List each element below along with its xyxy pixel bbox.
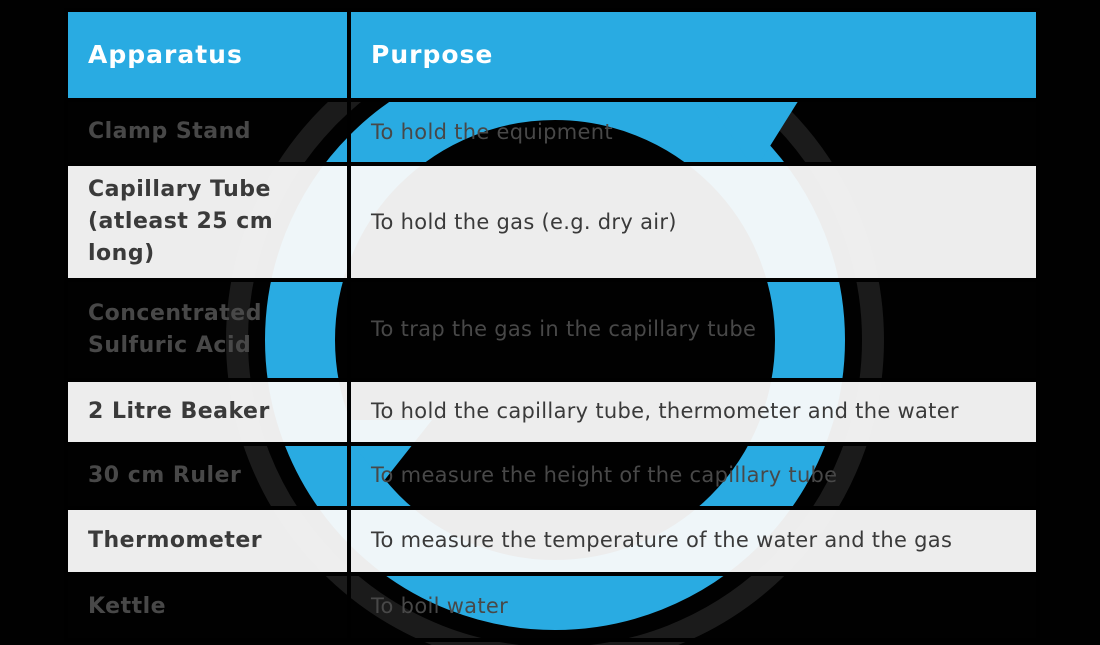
purpose-cell: To measure the temperature of the water … [371,528,953,553]
apparatus-cell: Capillary Tube (atleast 25 cm long) [68,166,351,278]
purpose-cell: To measure the height of the capillary t… [371,463,838,488]
purpose-cell: To hold the gas (e.g. dry air) [371,209,677,234]
apparatus-cell: 30 cm Ruler [68,445,351,506]
apparatus-cell: Clamp Stand [68,102,351,162]
purpose-cell: To hold the capillary tube, thermometer … [371,399,959,424]
header-apparatus: Apparatus [68,12,351,98]
purpose-cell: To trap the gas in the capillary tube [371,317,757,342]
header-purpose: Purpose [351,12,1036,98]
watermark-flame-icon [703,95,802,170]
table-row: Kettle To boil water [68,571,1036,638]
purpose-cell: To boil water [371,594,509,619]
table-row: 2 Litre Beaker To hold the capillary tub… [68,377,1036,442]
table-row: Clamp Stand To hold the equipment [68,98,1036,162]
apparatus-cell: Concentrated Sulfuric Acid [68,281,351,378]
table-row: Thermometer To measure the temperature o… [68,505,1036,572]
table-row: Concentrated Sulfuric Acid To trap the g… [68,277,1036,378]
apparatus-cell: Thermometer [68,509,351,572]
purpose-cell: To hold the equipment [371,119,613,144]
table-row: Capillary Tube (atleast 25 cm long) To h… [68,162,1036,278]
table-header-row: Apparatus Purpose [68,12,1036,98]
apparatus-cell: 2 Litre Beaker [68,381,351,442]
apparatus-cell: Kettle [68,575,351,638]
apparatus-purpose-table: Apparatus Purpose Clamp Stand To hold th… [64,8,1040,642]
table-row: 30 cm Ruler To measure the height of the… [68,441,1036,506]
